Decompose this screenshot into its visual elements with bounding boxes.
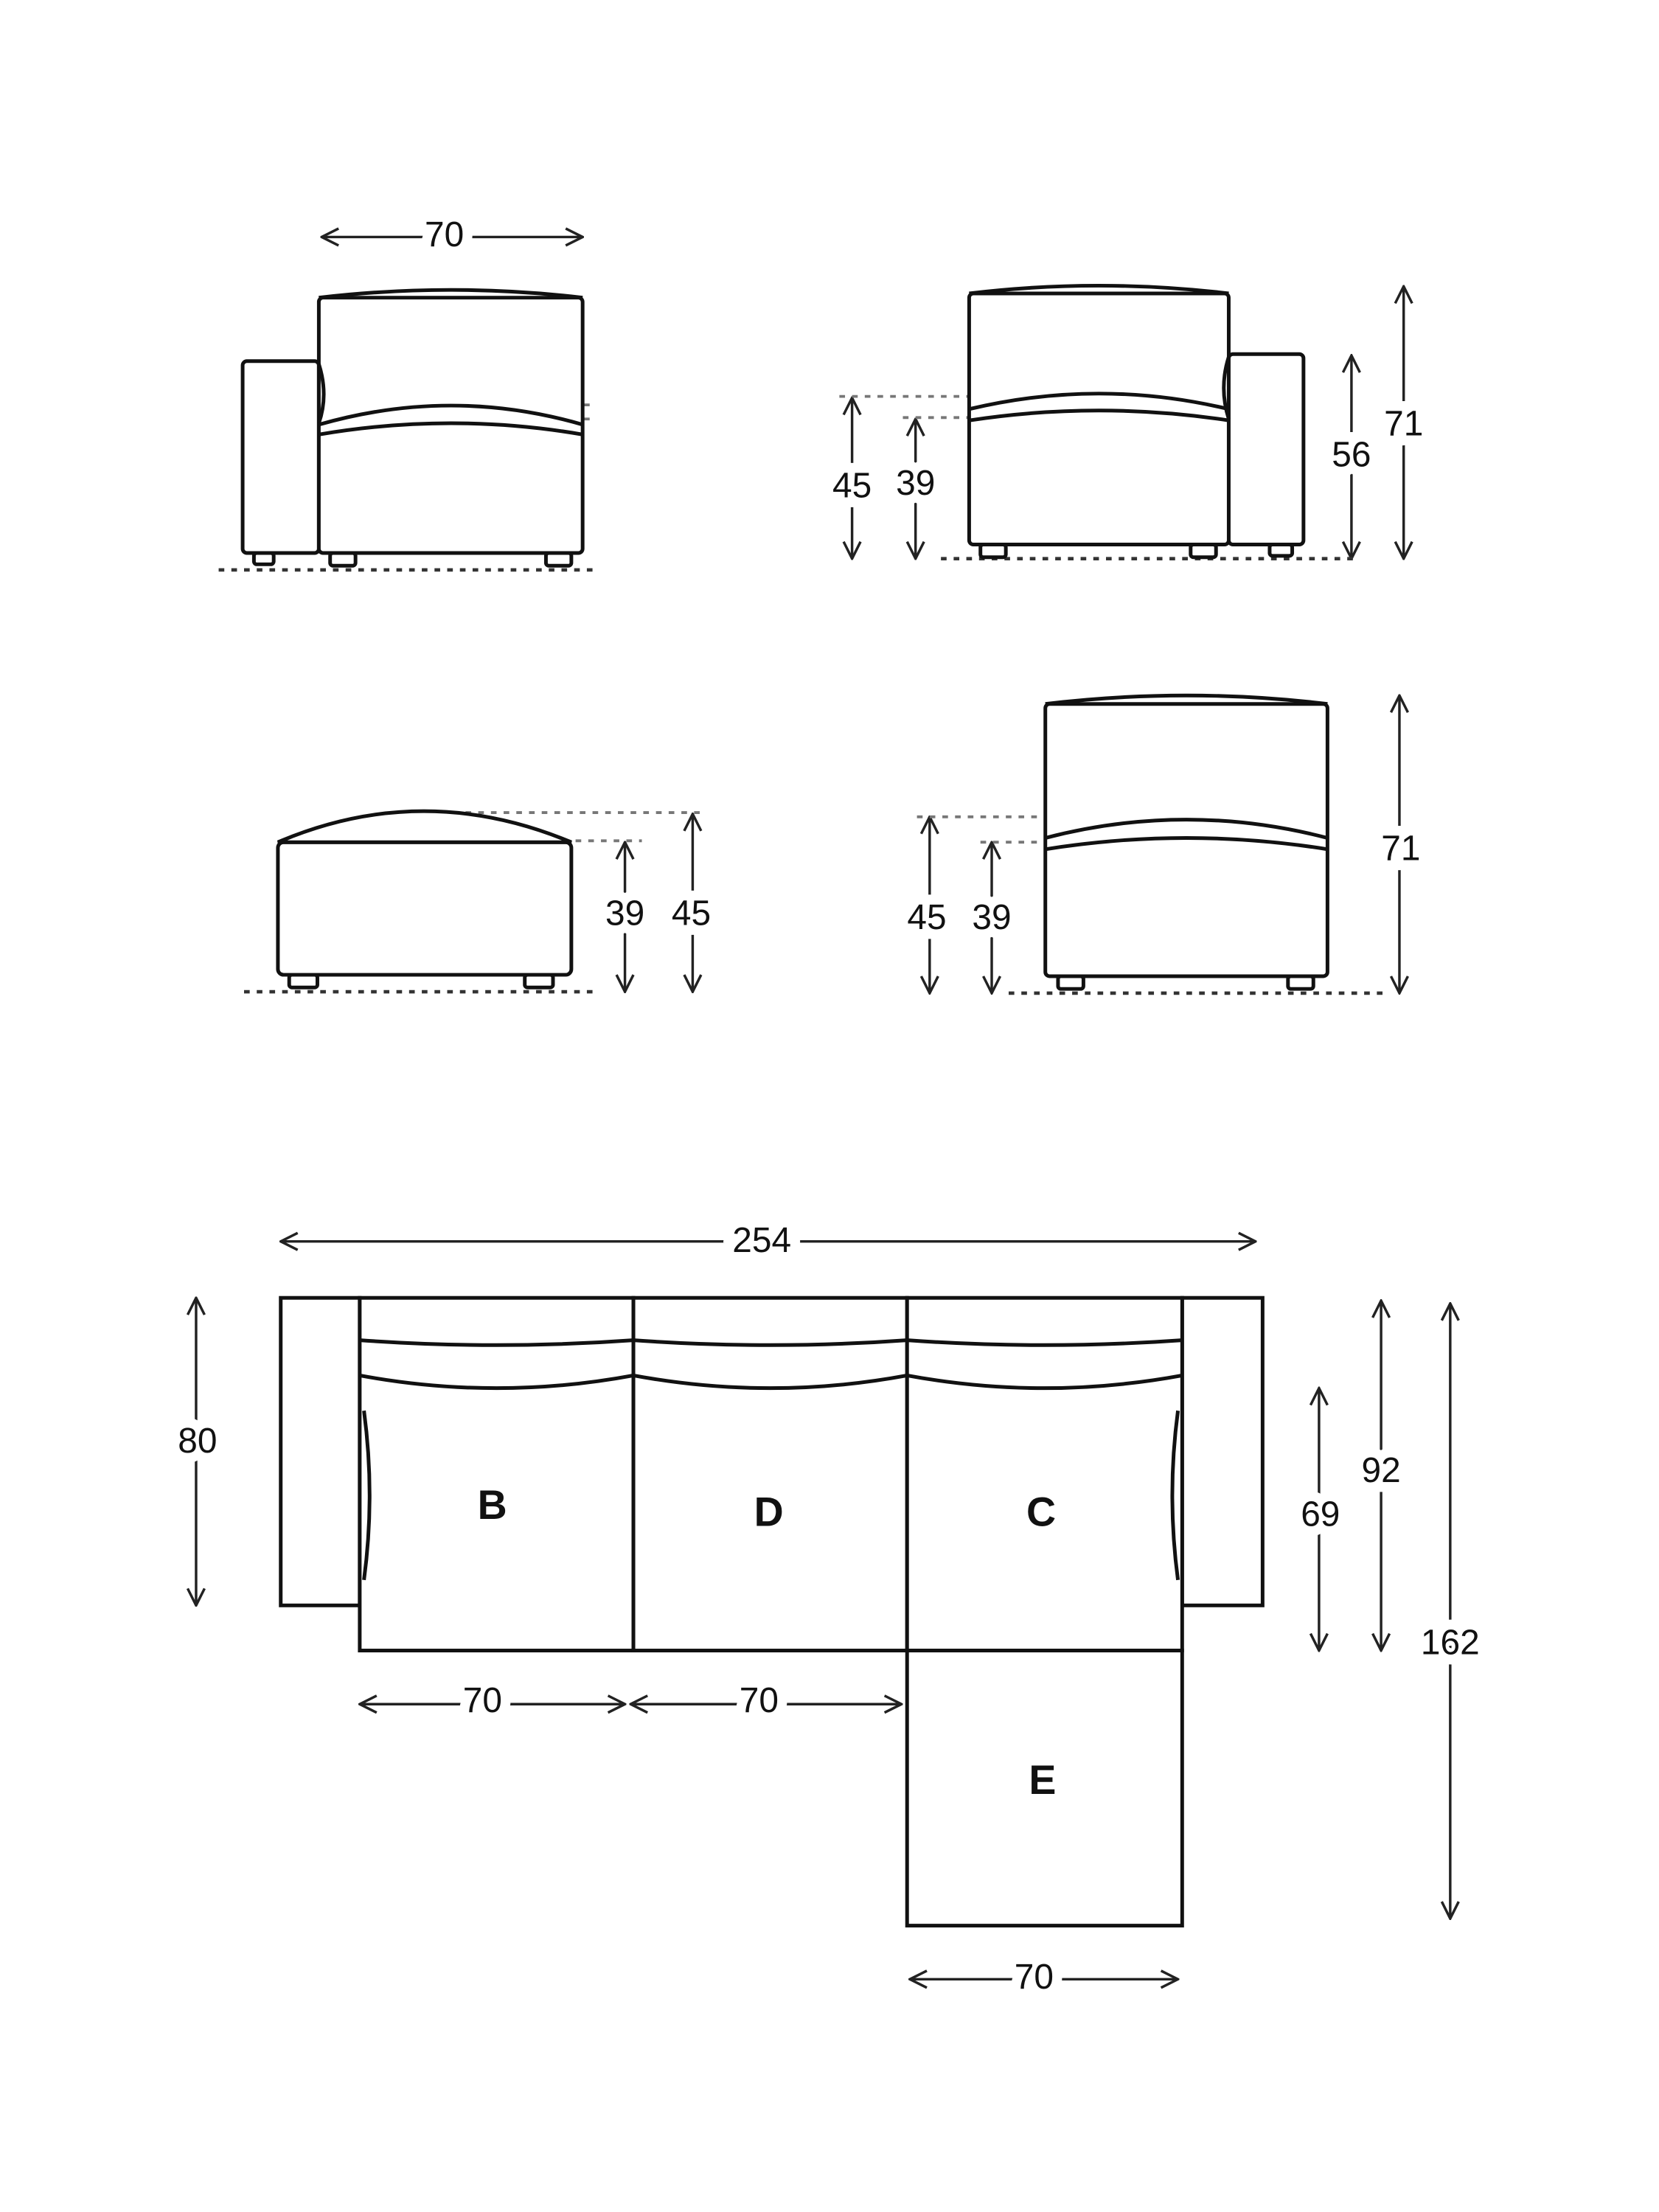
dim-armless-total-height: 71 (1381, 829, 1420, 868)
dim-armless-seat-height: 45 (907, 898, 946, 937)
dim-chaise-width: 70 (1015, 1958, 1054, 1997)
dim-armless-39: 39 (972, 898, 1011, 937)
dim-depth-92: 92 (1361, 1451, 1400, 1490)
dim-left-arm-width: 70 (425, 215, 464, 254)
dim-total-width: 254 (732, 1221, 791, 1260)
dim-right-arm-seat-39: 39 (896, 464, 935, 503)
section-label-b: B (478, 1482, 507, 1528)
section-label-c: C (1026, 1489, 1056, 1535)
dim-right-arm-total-height: 71 (1384, 404, 1423, 443)
dim-seat-width-b: 70 (463, 1681, 502, 1720)
right-arm-unit-elevation (839, 283, 1354, 560)
ottoman-elevation (243, 809, 706, 994)
armless-unit-elevation (917, 693, 1390, 995)
left-arm-unit-elevation (218, 288, 593, 572)
dim-seat-depth-69: 69 (1301, 1495, 1340, 1534)
dim-ottoman-45: 45 (672, 894, 711, 933)
dim-chaise-depth-162: 162 (1421, 1624, 1480, 1663)
dim-right-arm-seat-height: 45 (832, 467, 872, 506)
dim-right-arm-arm-height: 56 (1332, 436, 1371, 475)
dim-ottoman-39: 39 (605, 894, 644, 933)
section-label-e: E (1029, 1757, 1056, 1803)
dim-seat-width-d: 70 (740, 1681, 779, 1720)
sofa-plan-view: B D C E (279, 1295, 1265, 1928)
dimension-arrows (196, 237, 1450, 1979)
dim-depth-80: 80 (178, 1422, 217, 1461)
section-label-d: D (754, 1489, 784, 1535)
